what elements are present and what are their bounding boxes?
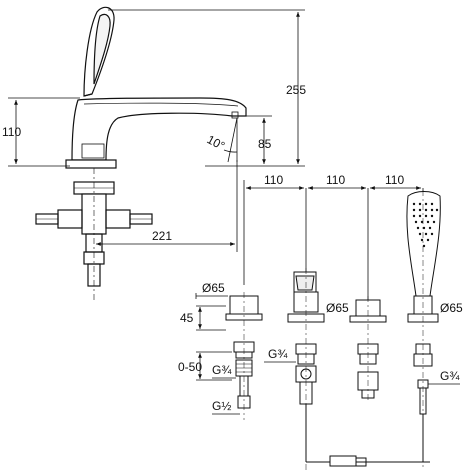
filler-base xyxy=(65,159,117,169)
label-spacing-1: 110 xyxy=(264,173,283,187)
dim-reach xyxy=(96,160,238,252)
label-spout-angle: 10° xyxy=(205,132,228,153)
dim-total-height xyxy=(108,9,305,167)
label-spout-height: 85 xyxy=(258,137,272,151)
label-flange-height: 45 xyxy=(180,311,194,325)
label-deck-range: 0-50 xyxy=(178,360,202,374)
mixer-valve-component xyxy=(349,296,387,400)
label-spacing-2: 110 xyxy=(326,173,345,187)
hand-shower-face xyxy=(93,13,111,85)
dim-flange-height xyxy=(196,305,226,331)
bath-filler-side-view xyxy=(35,6,247,300)
shower-nozzles xyxy=(412,202,439,248)
label-thread-shower: G¾ xyxy=(440,369,460,383)
dim-deck-range xyxy=(196,351,232,381)
dim-valve-diameter xyxy=(195,293,228,299)
hand-shower-component xyxy=(406,190,441,470)
dim-spacing xyxy=(243,180,424,300)
label-base-height: 110 xyxy=(2,125,21,139)
side-connectors xyxy=(35,209,153,229)
spout-component xyxy=(287,268,430,470)
label-reach: 221 xyxy=(152,229,172,243)
hand-shower-outline xyxy=(83,6,115,97)
dim-base-height xyxy=(8,97,80,167)
label-thread-inlet: G½ xyxy=(212,399,231,413)
label-thread-spout: G¾ xyxy=(268,347,288,361)
label-total-height: 255 xyxy=(286,83,306,97)
dim-spout-height xyxy=(246,115,272,164)
label-diameter-valve: Ø65 xyxy=(202,281,225,295)
valve-handle-component xyxy=(225,292,263,420)
label-thread-valve: G¾ xyxy=(212,363,232,377)
label-diameter-spout: Ø65 xyxy=(326,301,349,315)
dim-spout-angle xyxy=(223,117,238,163)
label-diameter-shower: Ø65 xyxy=(440,301,463,315)
label-spacing-3: 110 xyxy=(385,173,404,187)
